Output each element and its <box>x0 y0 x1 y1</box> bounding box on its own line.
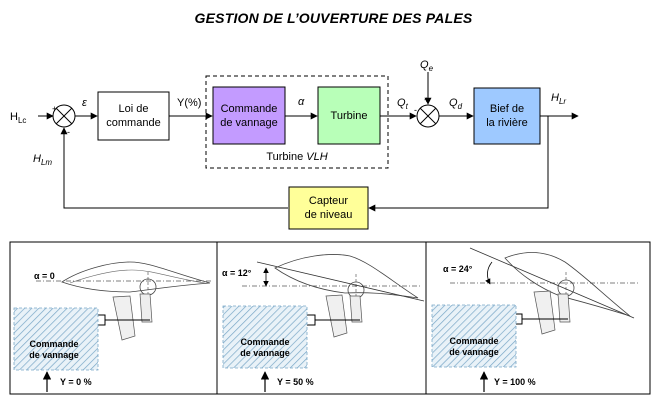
panel1-box-line1: Commande <box>29 339 78 349</box>
panel2-alpha: α = 12° <box>222 268 252 278</box>
feedback-to-sum <box>60 127 288 209</box>
turbine-vlh-group <box>205 75 389 169</box>
qd-label: Qd <box>449 97 463 111</box>
summing-junction-2 <box>416 104 440 128</box>
sum2-minus: - <box>414 105 417 115</box>
input-label: HLc <box>10 111 26 125</box>
turbine-vlh-label: Turbine VLH <box>266 151 327 163</box>
panel-alpha-12 <box>222 254 425 392</box>
bief-line1: Bief de <box>490 103 524 115</box>
bief-block <box>473 87 541 145</box>
panel1-alpha: α = 0 <box>34 271 55 281</box>
panel3-box-line1: Commande <box>449 336 498 346</box>
summing-junction-1 <box>52 104 76 128</box>
turbine-label: Turbine <box>331 110 368 122</box>
qe-label: Qe <box>420 59 434 73</box>
panel-alpha-0 <box>13 261 212 392</box>
loi-line1: Loi de <box>119 103 149 115</box>
diagram-title: GESTION DE L’OUVERTURE DES PALES <box>194 10 473 26</box>
panel3-y-value: Y = 100 % <box>494 377 536 387</box>
panel2-y-value: Y = 50 % <box>277 377 314 387</box>
turbine-block <box>317 86 381 145</box>
capteur-block <box>288 186 369 230</box>
output-label: HLr <box>551 92 566 106</box>
sum1-plus: + <box>52 104 57 114</box>
loi-line2: commande <box>106 117 160 129</box>
y-signal-label: Y(%) <box>177 97 201 109</box>
cmd-line2: de vannage <box>220 117 278 129</box>
qt-label: Qt <box>397 97 409 111</box>
panel3-box-line2: de vannage <box>449 347 499 357</box>
bief-line2: la rivière <box>486 117 528 129</box>
alpha-label: α <box>298 96 305 108</box>
sum1-minus: - <box>67 127 70 137</box>
panel-alpha-24 <box>431 247 640 392</box>
capteur-line2: de niveau <box>305 209 353 221</box>
epsilon-label: ε <box>82 97 87 109</box>
loi-de-commande-block <box>97 91 170 141</box>
panel1-box-line2: de vannage <box>29 350 79 360</box>
commande-de-vannage-block <box>212 86 286 145</box>
panel3-alpha: α = 24° <box>443 264 473 274</box>
panel2-box-line1: Commande <box>240 337 289 347</box>
cmd-line1: Commande <box>221 103 278 115</box>
panel2-box-line2: de vannage <box>240 348 290 358</box>
panel1-y-value: Y = 0 % <box>60 377 92 387</box>
capteur-line1: Capteur <box>309 195 348 207</box>
feedback-to-capteur <box>368 116 549 212</box>
feedback-label: HLm <box>33 153 52 167</box>
